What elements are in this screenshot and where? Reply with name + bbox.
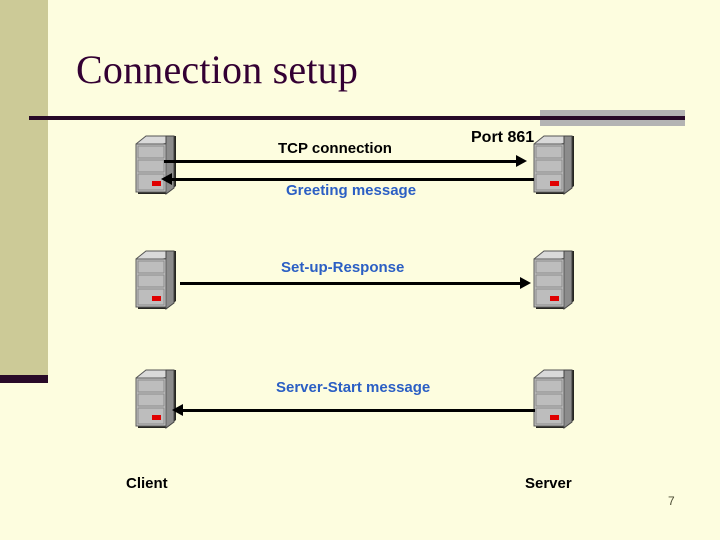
connection-line-server-start-message [180,409,535,412]
title-rule [29,116,685,120]
arrow-head-server-start-message [172,404,183,416]
connection-line-set-up-response [180,282,520,285]
server-computer-tower-icon-3 [532,368,576,432]
message-label-set-up-response: Set-up-Response [281,259,405,276]
message-label-greeting-message: Greeting message [286,182,417,199]
page-title: Connection setup [76,47,359,92]
server-computer-tower-icon-1 [532,134,576,198]
arrow-head-tcp-connection [516,155,527,167]
endpoint-label-server: Server [525,475,572,492]
client-computer-tower-icon-2 [134,249,178,313]
sidebar-accent-bar [0,375,48,383]
arrow-head-greeting-message [161,173,172,185]
message-label-tcp-connection: TCP connection [278,140,392,157]
port-label: Port 861 [471,129,535,146]
client-computer-tower-icon-1 [134,134,178,198]
message-label-server-start-message: Server-Start message [276,379,431,396]
endpoint-label-client: Client [126,475,168,492]
client-computer-tower-icon-3 [134,368,178,432]
sidebar-decoration-band [0,0,48,375]
connection-line-greeting-message [168,178,534,181]
connection-line-tcp-connection [164,160,516,163]
arrow-head-set-up-response [520,277,531,289]
server-computer-tower-icon-2 [532,249,576,313]
page-number: 7 [668,494,675,508]
